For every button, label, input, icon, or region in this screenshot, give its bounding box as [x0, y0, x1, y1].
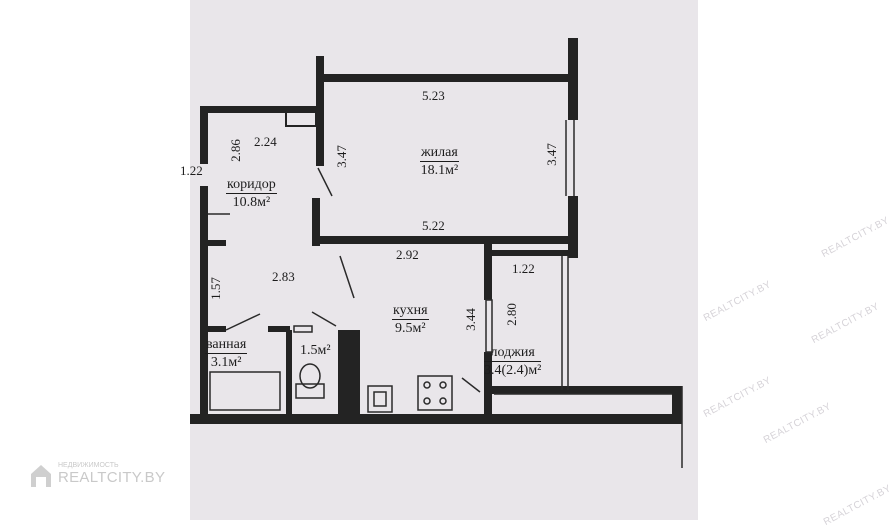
room-corridor: коридор 10.8м² — [226, 178, 277, 210]
room-bath-area: 3.1м² — [210, 355, 242, 370]
toilet-bowl — [299, 363, 321, 389]
kitchen-sink — [367, 385, 393, 413]
logo-brand: REALTCITY.BY — [58, 469, 166, 486]
door-bath — [225, 313, 261, 331]
stove — [417, 375, 453, 411]
wall-right-lower — [568, 196, 578, 258]
wall-left-lower — [200, 186, 208, 414]
wall-wc-kitchen — [338, 330, 360, 414]
dim-living-left: 3.47 — [333, 145, 349, 168]
wall-bottom — [190, 414, 682, 424]
door-loggia — [461, 377, 481, 393]
dim-living-right: 3.47 — [543, 143, 559, 166]
dim-corridor-edge: 1.22 — [180, 163, 203, 178]
wall-bath-wc — [286, 330, 292, 414]
wall-loggia-top — [484, 250, 574, 256]
wall-corridor-top — [200, 106, 318, 113]
room-kitchen: кухня 9.5м² — [392, 304, 429, 336]
dim-kitchen-width: 2.92 — [396, 247, 419, 262]
room-wc-area: 1.5м² — [300, 343, 331, 358]
wall-living-left-upper — [316, 56, 324, 166]
room-loggia: лоджия 3.4(2.4)м² — [484, 346, 542, 378]
door-wc — [311, 311, 337, 327]
room-living-name: жилая — [420, 145, 459, 162]
dim-living-bottom: 5.22 — [422, 218, 445, 233]
room-corridor-area: 10.8м² — [232, 195, 271, 210]
dim-corridor-width: 2.24 — [254, 134, 277, 149]
room-bath-name: ванная — [205, 337, 248, 354]
wall-kitchen-right-lower — [484, 352, 492, 416]
room-loggia-area: 3.4(2.4)м² — [484, 363, 542, 378]
wall-living-left-lower — [312, 198, 320, 246]
dim-living-top: 5.23 — [422, 88, 445, 103]
wall-right-upper — [568, 38, 578, 120]
room-corridor-name: коридор — [226, 177, 277, 194]
room-kitchen-name: кухня — [392, 303, 429, 320]
room-loggia-name: лоджия — [484, 346, 542, 362]
door-kitchen — [339, 255, 355, 299]
dim-hall-width: 2.83 — [272, 269, 295, 284]
door-living — [317, 167, 333, 197]
room-living: жилая 18.1м² — [420, 146, 459, 178]
dim-loggia-width: 1.22 — [512, 261, 535, 276]
dim-loggia-height: 2.80 — [503, 303, 519, 326]
wall-bath-top-mid — [268, 326, 290, 332]
small-cabinet — [293, 325, 313, 333]
room-kitchen-area: 9.5м² — [394, 321, 426, 336]
wall-corridor-left-stub — [200, 240, 226, 246]
floor-plan-photo — [190, 0, 698, 520]
bathtub — [209, 371, 281, 411]
house-logo-icon — [31, 465, 51, 487]
wc-cistern — [295, 383, 325, 399]
room-living-area: 18.1м² — [420, 163, 459, 178]
dim-kitchen-height: 3.44 — [462, 308, 478, 331]
wall-bath-top — [200, 326, 226, 332]
room-bath: ванная 3.1м² — [205, 337, 248, 370]
wall-bottom-right — [672, 386, 682, 424]
window-kitchen — [485, 299, 493, 353]
wall-left-upper — [200, 106, 208, 164]
wall-loggia-bottom — [488, 386, 682, 394]
dim-hall-left: 1.57 — [207, 277, 223, 300]
wall-kitchen-right-upper — [484, 238, 492, 300]
dim-corridor-height: 2.86 — [227, 139, 243, 162]
logo-tagline: НЕДВИЖИМОСТЬ — [58, 462, 119, 469]
wall-living-top — [320, 74, 576, 82]
wall-living-bottom — [316, 236, 578, 244]
